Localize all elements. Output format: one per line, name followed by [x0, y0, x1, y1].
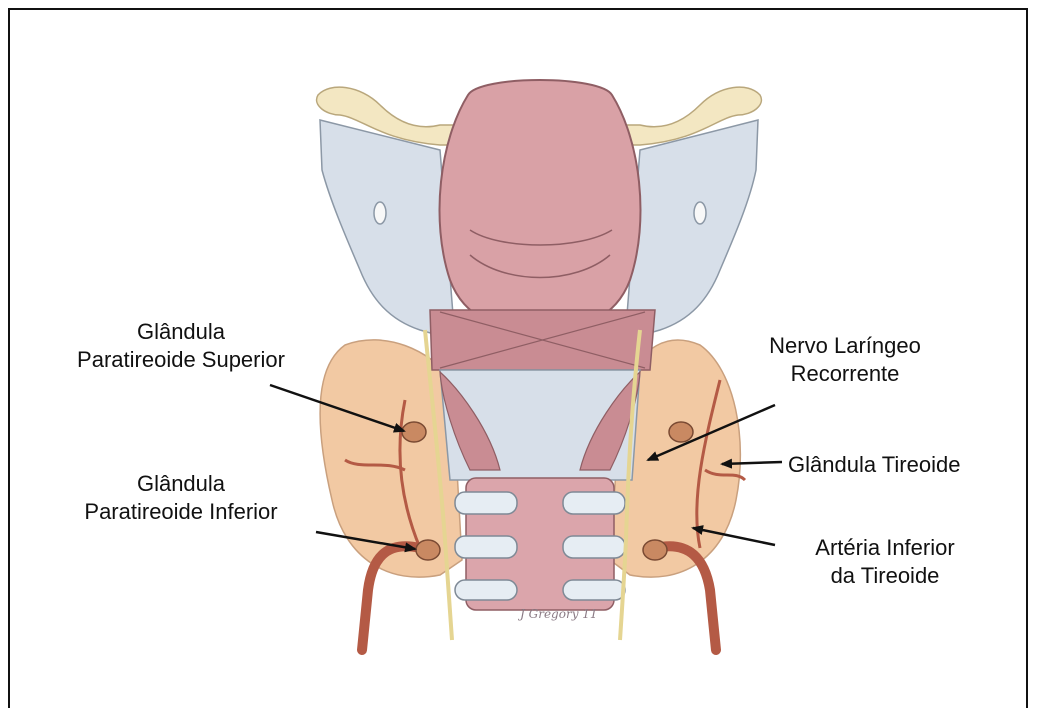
parathyroid-superior-right	[669, 422, 693, 442]
parathyroid-superior-left	[402, 422, 426, 442]
label-recurrent-laryngeal-nerve-line1: Nervo Laríngeo	[745, 332, 945, 360]
label-recurrent-laryngeal-nerve-line2: Recorrente	[745, 360, 945, 388]
label-parathyroid-inferior-line2: Paratireoide Inferior	[36, 498, 326, 526]
label-inferior-thyroid-artery-line1: Artéria Inferior	[760, 534, 1010, 562]
label-parathyroid-superior-line1: Glândula	[36, 318, 326, 346]
label-thyroid-gland: Glândula Tireoide	[788, 451, 1028, 479]
artist-signature: J Gregory 11	[520, 607, 598, 621]
label-parathyroid-superior: Glândula Paratireoide Superior	[36, 318, 326, 374]
label-parathyroid-superior-line2: Paratireoide Superior	[36, 346, 326, 374]
label-parathyroid-inferior: Glândula Paratireoide Inferior	[36, 470, 326, 526]
thyroid-cartilage-right	[625, 120, 758, 340]
parathyroid-inferior-left	[416, 540, 440, 560]
label-recurrent-laryngeal-nerve: Nervo Laríngeo Recorrente	[745, 332, 945, 388]
epiglottis	[440, 80, 641, 330]
label-parathyroid-inferior-line1: Glândula	[36, 470, 326, 498]
label-thyroid-gland-line1: Glândula Tireoide	[788, 451, 1028, 479]
parathyroid-inferior-right	[643, 540, 667, 560]
label-inferior-thyroid-artery: Artéria Inferior da Tireoide	[760, 534, 1010, 590]
label-inferior-thyroid-artery-line2: da Tireoide	[760, 562, 1010, 590]
thyroid-cartilage-left	[320, 120, 455, 340]
